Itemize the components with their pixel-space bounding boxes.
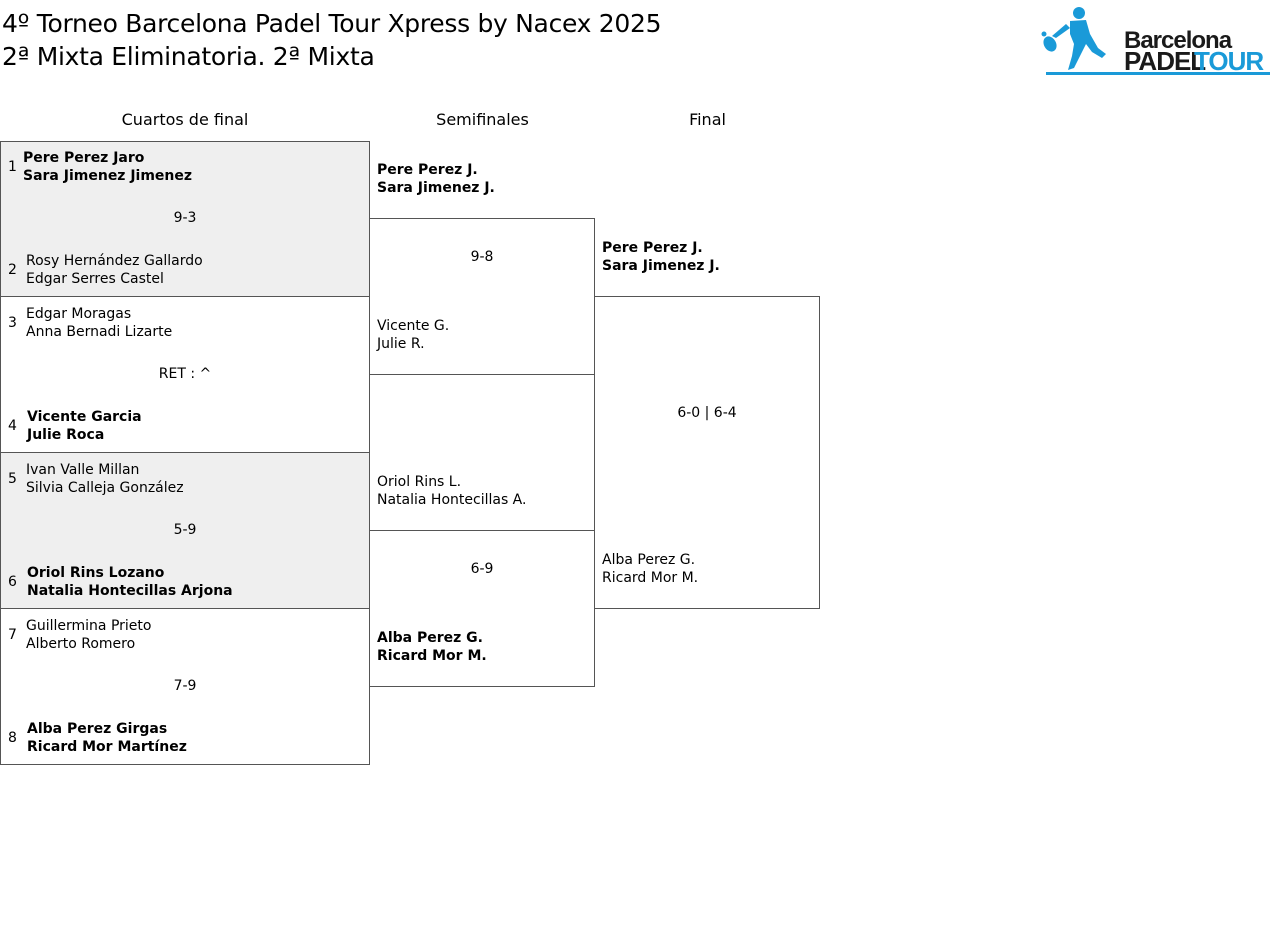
seed-number: 5 [8, 471, 17, 487]
seed-number: 4 [8, 418, 17, 434]
player-name: Pere Perez J. [377, 162, 478, 178]
seed-number: 2 [8, 262, 17, 278]
player-name: Alba Perez G. [377, 630, 483, 646]
team-pair-winner[interactable]: Alba Perez G. Ricard Mor M. [377, 629, 487, 665]
player-name: Alberto Romero [26, 636, 136, 652]
player-name: Oriol Rins Lozano [27, 565, 165, 581]
team-pair[interactable]: Oriol Rins L. Natalia Hontecillas A. [377, 473, 526, 509]
round-header-final: Final [689, 110, 726, 129]
player-name: Edgar Moragas [26, 306, 132, 322]
player-name: Ricard Mor M. [377, 648, 487, 664]
team-pair-winner[interactable]: Pere Perez Jaro Sara Jimenez Jimenez [23, 149, 192, 185]
team-pair-winner[interactable]: Pere Perez J. Sara Jimenez J. [377, 161, 495, 197]
match-score: 5-9 [173, 522, 197, 538]
player-name: Oriol Rins L. [377, 474, 462, 490]
team-pair[interactable]: Alba Perez G. Ricard Mor M. [602, 551, 698, 587]
player-name: Ricard Mor M. [602, 570, 699, 586]
logo-text-barcelona: Barcelona [1124, 27, 1233, 54]
match-score: 6-9 [470, 561, 494, 577]
team-pair-winner[interactable]: Vicente Garcia Julie Roca [27, 408, 142, 444]
player-name: Silvia Calleja González [26, 480, 184, 496]
seed-number: 6 [8, 574, 17, 590]
player-name: Anna Bernadi Lizarte [26, 324, 173, 340]
team-pair-winner[interactable]: Pere Perez J. Sara Jimenez J. [602, 239, 720, 275]
final-match[interactable] [594, 296, 820, 609]
page-title: 4º Torneo Barcelona Padel Tour Xpress by… [2, 9, 662, 38]
seed-number: 7 [8, 627, 17, 643]
team-pair[interactable]: Edgar Moragas Anna Bernadi Lizarte [26, 305, 172, 341]
player-name: Sara Jimenez Jimenez [23, 168, 193, 184]
match-score: 7-9 [173, 678, 197, 694]
player-name: Ricard Mor Martínez [27, 739, 187, 755]
logo-text-padel: PADEL [1124, 46, 1206, 76]
player-name: Edgar Serres Castel [26, 271, 164, 287]
page-subtitle: 2ª Mixta Eliminatoria. 2ª Mixta [2, 42, 375, 71]
seed-number: 1 [8, 159, 17, 175]
player-name: Vicente G. [377, 318, 450, 334]
player-name: Natalia Hontecillas Arjona [27, 583, 233, 599]
player-name: Julie R. [377, 336, 425, 352]
match-score: RET : ^ [158, 366, 212, 382]
player-name: Pere Perez J. [602, 240, 703, 256]
match-score: 9-3 [173, 210, 197, 226]
team-pair[interactable]: Vicente G. Julie R. [377, 317, 449, 353]
player-name: Sara Jimenez J. [602, 258, 720, 274]
player-name: Julie Roca [27, 427, 105, 443]
round-header-quarterfinals: Cuartos de final [121, 110, 249, 129]
team-pair[interactable]: Rosy Hernández Gallardo Edgar Serres Cas… [26, 252, 203, 288]
round-header-semifinals: Semifinales [436, 110, 529, 129]
match-score: 9-8 [470, 249, 494, 265]
seed-number: 8 [8, 730, 17, 746]
match-score: 6-0 | 6-4 [677, 405, 737, 421]
team-pair[interactable]: Ivan Valle Millan Silvia Calleja Gonzále… [26, 461, 184, 497]
quarterfinal-match-1[interactable] [0, 141, 370, 297]
team-pair-winner[interactable]: Alba Perez Girgas Ricard Mor Martínez [27, 720, 187, 756]
player-name: Guillermina Prieto [26, 618, 152, 634]
player-name: Ivan Valle Millan [26, 462, 140, 478]
logo-text-tour: TOUR [1194, 46, 1264, 76]
seed-number: 3 [8, 315, 17, 331]
barcelona-padel-tour-logo[interactable]: Barcelona PADEL TOUR [1040, 4, 1272, 78]
player-name: Rosy Hernández Gallardo [26, 253, 203, 269]
player-name: Vicente Garcia [27, 409, 142, 425]
player-name: Alba Perez G. [602, 552, 696, 568]
player-name: Alba Perez Girgas [27, 721, 168, 737]
player-name: Natalia Hontecillas A. [377, 492, 527, 508]
team-pair[interactable]: Guillermina Prieto Alberto Romero [26, 617, 151, 653]
player-name: Sara Jimenez J. [377, 180, 495, 196]
player-name: Pere Perez Jaro [23, 150, 145, 166]
team-pair-winner[interactable]: Oriol Rins Lozano Natalia Hontecillas Ar… [27, 564, 233, 600]
